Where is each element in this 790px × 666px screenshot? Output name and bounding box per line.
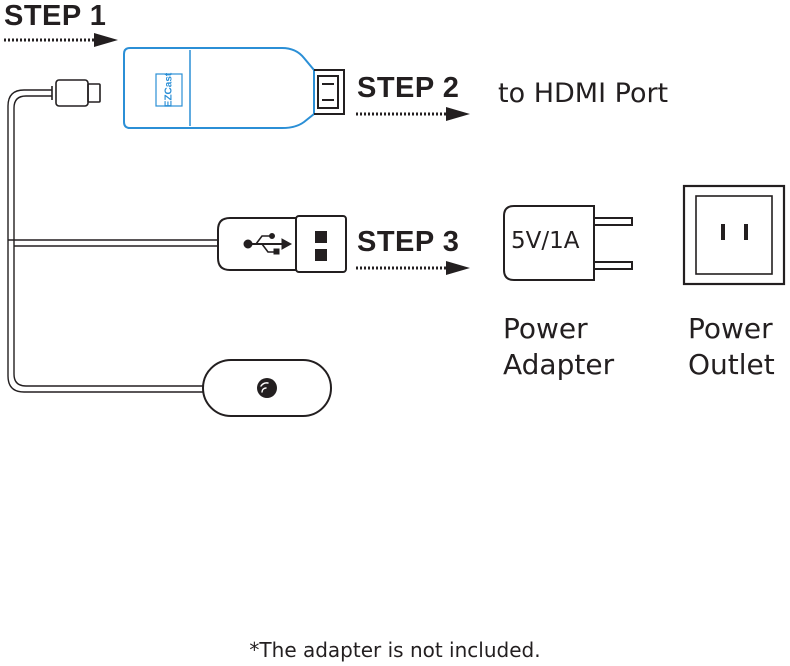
step1-title: STEP 1 [4,0,107,32]
usb-a-plug [217,215,347,273]
power-outlet-label-line2: Outlet [688,348,775,381]
power-outlet-label-line1: Power [688,312,773,345]
step2-arrow [356,107,470,121]
step2-title: STEP 2 [357,72,460,104]
usb-symbol-icon [243,233,293,255]
dongle-brand-label: EZCast [163,72,175,108]
footnote: *The adapter is not included. [249,638,541,662]
power-outlet-label: Power Outlet [688,311,775,383]
power-outlet-icon [682,184,786,286]
remote-button [202,359,332,417]
step3-title: STEP 3 [357,226,460,258]
step3-arrow [356,261,470,275]
usb-cable [7,89,218,393]
wifi-icon [260,382,269,393]
power-adapter-label: Power Adapter [503,311,614,383]
step1-arrow [4,33,118,47]
power-adapter-label-line1: Power [503,312,588,345]
power-adapter-label-line2: Adapter [503,348,615,381]
hdmi-port-label: to HDMI Port [498,78,669,109]
adapter-rating: 5V/1A [511,228,580,254]
ezcast-dongle [123,47,345,129]
power-adapter-icon [503,205,633,281]
micro-usb-plug [51,79,101,107]
